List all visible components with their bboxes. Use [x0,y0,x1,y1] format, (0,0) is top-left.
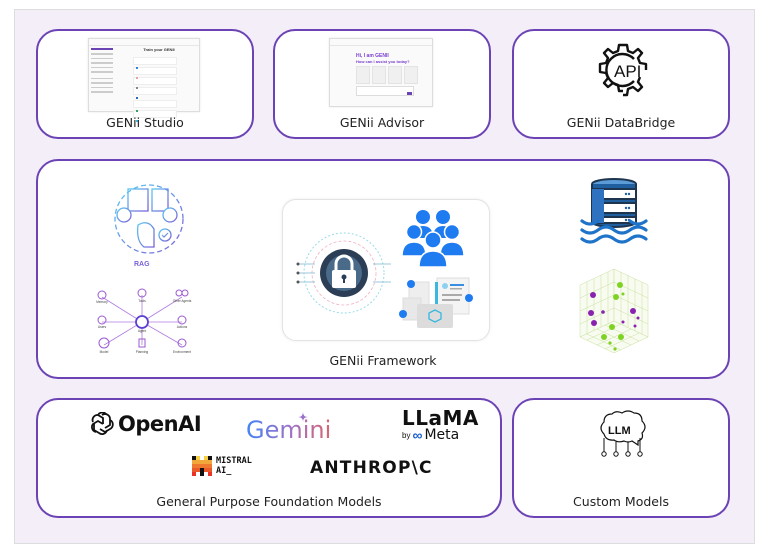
gemini-text: Gemini [246,416,332,444]
agent-node-model: Model [100,350,109,354]
advisor-cards [356,66,418,84]
agent-node-environment: Environment [173,350,191,354]
advisor-greeting: Hi, I am GENII [356,53,389,59]
studio-screenshot: Train your GENII [88,38,200,122]
data-governance-icon [397,274,477,332]
custom-models-card[interactable]: LLM Custom Models [512,398,730,518]
advisor-screenshot: Hi, I am GENII How can I assist you toda… [329,38,433,107]
agent-node-users: Users [98,325,107,329]
agent-node-actions: Actions [177,325,188,329]
advisor-screenshot-titlebar [330,39,432,46]
agent-node-memory: Memory [96,300,108,304]
agent-node-planning: Planning [136,350,149,354]
llama-by-text: by [402,430,411,440]
vector-store-icon [578,265,650,355]
mistral-text-line2: AI_ [216,466,232,476]
agent-diagram: Memory Tools Other Agents Users Agent Ac… [82,287,202,357]
genii-advisor-label: GENii Advisor [339,115,425,130]
gemini-logo: Gemini [246,412,332,444]
foundation-models-label: General Purpose Foundation Models [156,494,382,509]
openai-icon [91,412,114,435]
anthropic-logo: ANTHROP\C [310,458,433,478]
studio-thumbnail-title: Train your GENII [143,47,175,52]
users-group-icon [401,208,465,268]
security-lock-icon [295,224,393,322]
llama-logo: LLaMA by ∞ Meta [402,408,479,443]
studio-screenshot-titlebar [89,39,199,46]
advisor-input [356,86,414,96]
agent-node-other-agents: Other Agents [173,299,192,303]
genii-databridge-card[interactable]: API GENii DataBridge [512,29,730,139]
rag-label: RAG [134,261,150,268]
foundation-models-card[interactable]: OpenAI Gemini LLaMA by ∞ Meta MISTRAL AI… [36,398,502,518]
api-text: API [614,62,641,81]
custom-models-label: Custom Models [573,494,669,509]
studio-sidebar [91,48,113,108]
mistral-text-line1: MISTRAL [216,456,252,466]
llm-brain-icon: LLM [596,410,648,460]
genii-framework-card[interactable]: RAG Memory Tools Other Agents Users Agen… [36,159,730,379]
genii-advisor-card[interactable]: Hi, I am GENII How can I assist you toda… [273,29,491,139]
gemini-sparkle-icon [298,412,308,422]
studio-list [133,57,177,122]
framework-center-panel [282,199,490,341]
llm-text: LLM [608,425,631,437]
meta-text: Meta [424,427,460,443]
agent-node-tools: Tools [138,299,146,303]
openai-logo: OpenAI [90,412,202,436]
api-gear-icon: API [594,41,652,99]
llama-text: LLaMA [402,406,479,430]
data-lake-icon [578,177,650,245]
genii-studio-card[interactable]: Train your GENII GENii Studio [36,29,254,139]
mistral-icon [192,456,212,476]
agent-node-agent: Agent [138,329,146,333]
openai-text: OpenAI [118,412,202,436]
mistral-logo: MISTRAL AI_ [192,456,252,476]
genii-framework-label: GENii Framework [329,353,437,368]
genii-studio-label: GENii Studio [106,115,184,130]
advisor-prompt: How can I assist you today? [356,59,410,64]
advisor-send-button [407,92,412,95]
genii-databridge-label: GENii DataBridge [566,115,676,130]
meta-infinity-icon: ∞ [412,427,423,443]
rag-icon [104,179,194,257]
